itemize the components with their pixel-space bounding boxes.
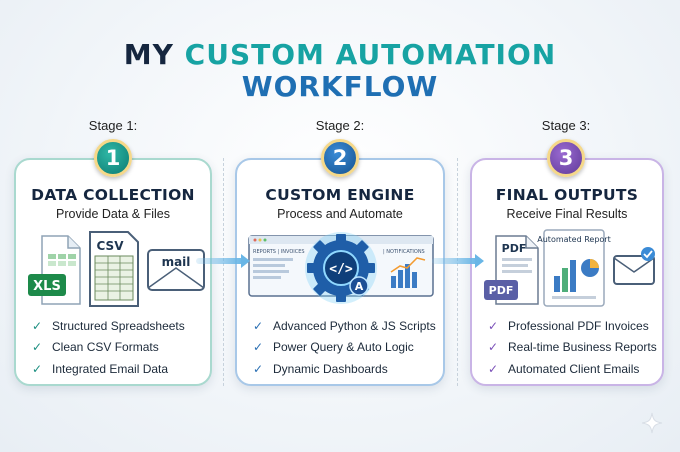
csv-file-icon: CSV	[89, 231, 139, 307]
divider-2	[457, 158, 458, 386]
check-icon: ✓	[488, 318, 499, 333]
pdf-doc-text: PDF	[502, 242, 527, 255]
stage-1-label: Stage 1:	[88, 118, 138, 133]
stage-1-illustration: XLS CSV mail	[28, 231, 205, 307]
screen-right-label: | NOTIFICATIONS	[383, 249, 425, 255]
xls-file-icon: XLS	[28, 235, 81, 305]
stage-2-features: ✓Advanced Python & JS Scripts ✓Power Que…	[253, 315, 436, 380]
stage-2-subheading: Process and Automate	[277, 207, 403, 221]
stage-2-heading: CUSTOM ENGINE	[265, 186, 415, 204]
arrow-right-icon	[196, 254, 250, 268]
stage-1-features: ✓Structured Spreadsheets ✓Clean CSV Form…	[32, 315, 185, 380]
automation-badge-text: A	[355, 280, 364, 293]
check-icon: ✓	[32, 340, 43, 355]
check-icon: ✓	[253, 340, 264, 355]
csv-text: CSV	[97, 239, 125, 253]
list-item: ✓Professional PDF Invoices	[488, 318, 649, 333]
stage-2-number-badge: 2	[321, 139, 359, 177]
report-chart-icon: Automated Report	[537, 229, 611, 307]
stage-3-subheading: Receive Final Results	[506, 207, 628, 221]
check-icon: ✓	[253, 361, 264, 376]
stage-3-illustration: PDF PDF Automated Report	[484, 229, 655, 307]
pdf-file-icon: PDF PDF	[484, 235, 539, 305]
stage-2-label: Stage 2:	[315, 118, 365, 133]
stage-1-card: DATA COLLECTION Provide Data & Files XLS…	[14, 158, 212, 386]
divider-1	[223, 158, 224, 386]
title-accent: CUSTOM AUTOMATION	[184, 38, 557, 71]
check-icon: ✓	[488, 361, 499, 376]
list-item: ✓Automated Client Emails	[488, 361, 640, 376]
xls-text: XLS	[33, 279, 61, 294]
title-part-1: MY	[123, 38, 185, 71]
check-icon: ✓	[253, 318, 264, 333]
list-item: ✓Advanced Python & JS Scripts	[253, 318, 436, 333]
stage-3-features: ✓Professional PDF Invoices ✓Real-time Bu…	[488, 315, 657, 380]
stage-2-illustration: REPORTS | INVOICES | NOTIFICATIONS	[248, 232, 434, 304]
check-icon: ✓	[32, 318, 43, 333]
page-title-line-1: MY CUSTOM AUTOMATION	[0, 38, 680, 71]
list-item: ✓Integrated Email Data	[32, 361, 169, 376]
arrow-right-icon	[432, 254, 484, 268]
stage-1-number-badge: 1	[94, 139, 132, 177]
list-item: ✓Clean CSV Formats	[32, 340, 159, 355]
list-item: ✓Real-time Business Reports	[488, 340, 657, 355]
stage-3-card: FINAL OUTPUTS Receive Final Results PDF …	[470, 158, 664, 386]
stage-1-subheading: Provide Data & Files	[56, 207, 170, 221]
sparkle-icon	[641, 412, 663, 434]
stage-3-label: Stage 3:	[541, 118, 591, 133]
report-title-text: Automated Report	[537, 235, 610, 244]
mail-text: mail	[162, 255, 191, 269]
list-item: ✓Power Query & Auto Logic	[253, 340, 414, 355]
list-item: ✓Dynamic Dashboards	[253, 361, 388, 376]
gear-icon: </> A	[305, 232, 377, 304]
screen-left-label: REPORTS | INVOICES	[253, 249, 305, 255]
code-glyph: </>	[329, 262, 353, 277]
stage-3-heading: FINAL OUTPUTS	[495, 186, 639, 204]
check-icon: ✓	[488, 340, 499, 355]
email-sent-icon	[613, 247, 655, 285]
pdf-badge-text: PDF	[489, 284, 514, 297]
check-icon: ✓	[32, 361, 43, 376]
stage-2-card: CUSTOM ENGINE Process and Automate REPOR…	[235, 158, 445, 386]
page-title-line-2: WORKFLOW	[241, 70, 439, 103]
stage-1-heading: DATA COLLECTION	[31, 186, 195, 204]
list-item: ✓Structured Spreadsheets	[32, 318, 185, 333]
mail-icon: mail	[147, 249, 205, 291]
stage-3-number-badge: 3	[547, 139, 585, 177]
